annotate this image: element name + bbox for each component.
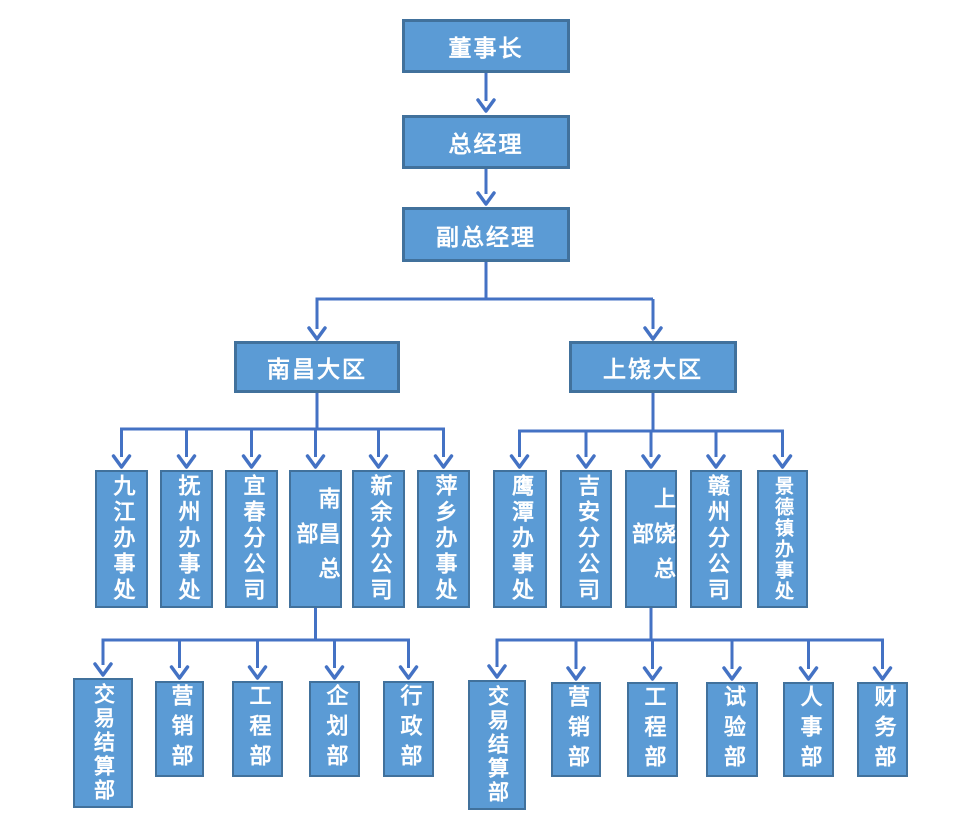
org-node-chairman: 董事长 bbox=[402, 19, 570, 73]
node-label: 九江办事处 bbox=[109, 474, 135, 604]
node-label: 试验部 bbox=[720, 684, 745, 775]
node-label: 南昌大区 bbox=[267, 357, 367, 383]
org-node-yichun-branch: 宜春分公司 bbox=[225, 470, 278, 608]
org-node-nc-marketing-dept: 营销部 bbox=[155, 681, 204, 777]
node-label: 新余分公司 bbox=[366, 474, 392, 604]
node-label: 宜春分公司 bbox=[239, 474, 265, 604]
node-label: 营销部 bbox=[167, 684, 193, 774]
node-label: 副总经理 bbox=[436, 224, 536, 251]
org-node-deputy-general-manager: 副总经理 bbox=[402, 207, 570, 262]
org-node-nc-planning-dept: 企划部 bbox=[309, 681, 360, 777]
node-label: 企划部 bbox=[322, 684, 348, 774]
org-node-shangrao-region: 上饶大区 bbox=[569, 341, 737, 393]
node-label: 上饶大区 bbox=[603, 357, 703, 383]
node-label: 交易结算部 bbox=[91, 683, 116, 803]
org-node-shangrao-hq: 上饶总部 bbox=[625, 470, 677, 608]
node-label: 行政部 bbox=[396, 684, 422, 774]
node-label: 工程部 bbox=[640, 684, 666, 775]
node-label: 鹰潭办事处 bbox=[508, 474, 533, 604]
node-label: 交易结算部 bbox=[485, 685, 510, 805]
org-node-nc-settlement-dept: 交易结算部 bbox=[73, 678, 133, 808]
org-node-nc-engineering-dept: 工程部 bbox=[232, 681, 283, 777]
org-node-sr-testing-dept: 试验部 bbox=[706, 682, 758, 777]
org-node-general-manager: 总经理 bbox=[402, 115, 570, 169]
org-node-sr-marketing-dept: 营销部 bbox=[551, 682, 601, 777]
org-node-fuzhou-office: 抚州办事处 bbox=[160, 470, 213, 608]
org-node-xinyu-branch: 新余分公司 bbox=[352, 470, 405, 608]
node-label: 营销部 bbox=[564, 684, 589, 775]
node-label: 董事长 bbox=[448, 36, 524, 62]
node-label: 总经理 bbox=[448, 132, 524, 158]
org-node-sr-hr-dept: 人事部 bbox=[783, 682, 834, 777]
org-node-nanchang-hq: 南昌总部 bbox=[289, 470, 342, 608]
node-label: 上饶总部 bbox=[628, 486, 675, 592]
org-node-sr-engineering-dept: 工程部 bbox=[627, 682, 678, 777]
org-node-jian-branch: 吉安分公司 bbox=[560, 470, 612, 608]
org-node-jiujiang-office: 九江办事处 bbox=[95, 470, 148, 608]
org-node-ganzhou-branch: 赣州分公司 bbox=[690, 470, 742, 608]
node-label: 景德镇办事处 bbox=[772, 476, 794, 602]
node-label: 吉安分公司 bbox=[574, 474, 599, 604]
org-node-pingxiang-office: 萍乡办事处 bbox=[417, 470, 470, 608]
node-label: 人事部 bbox=[796, 684, 822, 775]
org-node-nc-admin-dept: 行政部 bbox=[383, 681, 434, 777]
node-label: 南昌总部 bbox=[292, 486, 340, 592]
org-node-sr-finance-dept: 财务部 bbox=[857, 682, 908, 777]
node-label: 抚州办事处 bbox=[174, 474, 200, 604]
org-node-nanchang-region: 南昌大区 bbox=[234, 341, 400, 393]
node-label: 萍乡办事处 bbox=[431, 474, 457, 604]
node-label: 工程部 bbox=[245, 684, 271, 774]
org-node-yingtan-office: 鹰潭办事处 bbox=[493, 470, 547, 608]
node-label: 赣州分公司 bbox=[704, 474, 729, 604]
org-node-jingdezhen-office: 景德镇办事处 bbox=[757, 470, 808, 608]
org-node-sr-settlement-dept: 交易结算部 bbox=[468, 680, 526, 810]
node-label: 财务部 bbox=[870, 684, 896, 775]
